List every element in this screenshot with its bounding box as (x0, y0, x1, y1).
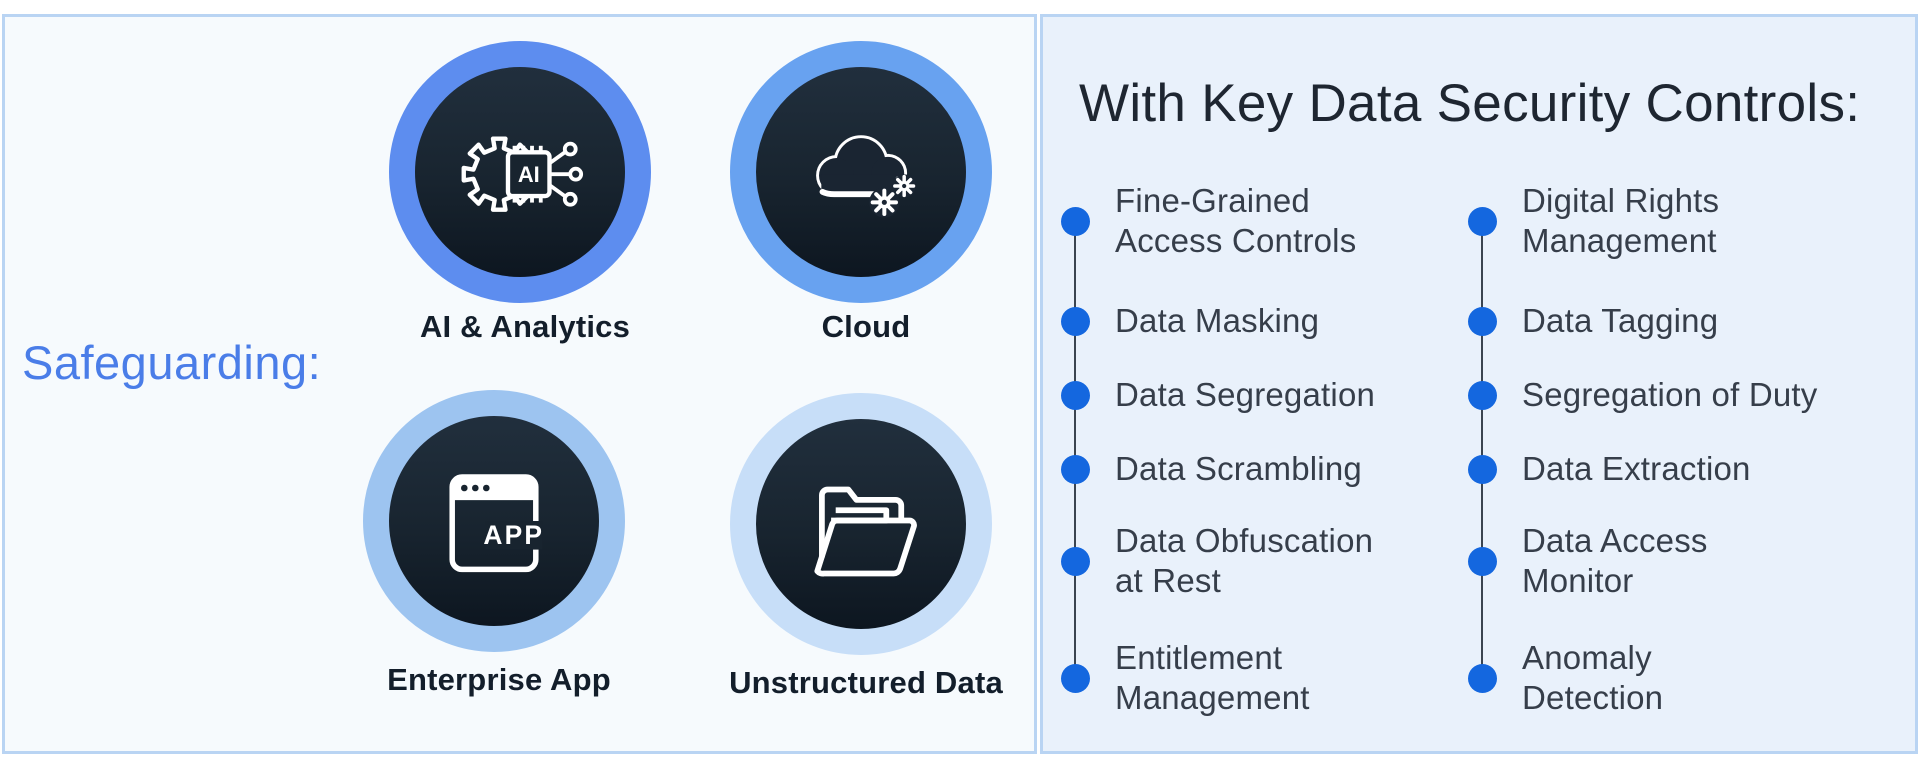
control-item: Data Scrambling (1061, 449, 1362, 489)
bullet-icon (1468, 454, 1497, 484)
bullet-icon (1061, 306, 1090, 336)
bullet-icon (1061, 663, 1090, 693)
card-ai-analytics: AI (389, 41, 651, 303)
bullet-icon (1468, 546, 1497, 576)
card-label-enterprise-app: Enterprise App (387, 662, 611, 697)
control-item: Segregation of Duty (1468, 375, 1817, 415)
control-label: Data Scrambling (1115, 450, 1362, 487)
control-label: Data Tagging (1522, 302, 1719, 339)
control-item: Data Extraction (1468, 449, 1751, 489)
control-label: Data Segregation (1115, 376, 1376, 413)
svg-text:APP: APP (483, 520, 544, 550)
connector-line (1074, 218, 1076, 678)
control-label: Data Masking (1115, 302, 1320, 339)
ai-chip-gear-icon: AI (461, 136, 584, 212)
connector-line (1481, 218, 1483, 678)
open-folder-icon (814, 486, 917, 577)
control-item: Data Segregation (1061, 375, 1375, 415)
control-label: Data Extraction (1522, 450, 1751, 487)
card-label-ai-analytics: AI & Analytics (419, 309, 631, 344)
bullet-icon (1468, 380, 1497, 410)
bullet-icon (1061, 206, 1090, 236)
card-label-unstructured-data: Unstructured Data (729, 665, 1003, 700)
card-cloud (730, 41, 992, 303)
control-item: Data Masking (1061, 301, 1319, 341)
bullet-icon (1468, 306, 1497, 336)
cloud-gears-icon (816, 135, 916, 218)
bullet-icon (1061, 454, 1090, 484)
bullet-icon (1061, 546, 1090, 576)
control-item: Data Tagging (1468, 301, 1718, 341)
card-enterprise-app: APP (363, 390, 625, 652)
controls-title: With Key Data Security Controls: (1079, 74, 1861, 133)
safeguarding-heading: Safeguarding: (22, 336, 322, 389)
svg-text:AI: AI (518, 162, 540, 187)
bullet-icon (1468, 206, 1497, 236)
control-label: Segregation of Duty (1522, 376, 1818, 413)
card-unstructured-data (730, 393, 992, 655)
app-window-icon: APP (449, 474, 544, 573)
bullet-icon (1468, 663, 1497, 693)
card-label-cloud: Cloud (821, 309, 911, 344)
controls-panel: With Key Data Security Controls: Fine-Gr… (1040, 14, 1918, 754)
bullet-icon (1061, 380, 1090, 410)
safeguarding-panel: Safeguarding: AI AI & Analytics (2, 14, 1037, 754)
